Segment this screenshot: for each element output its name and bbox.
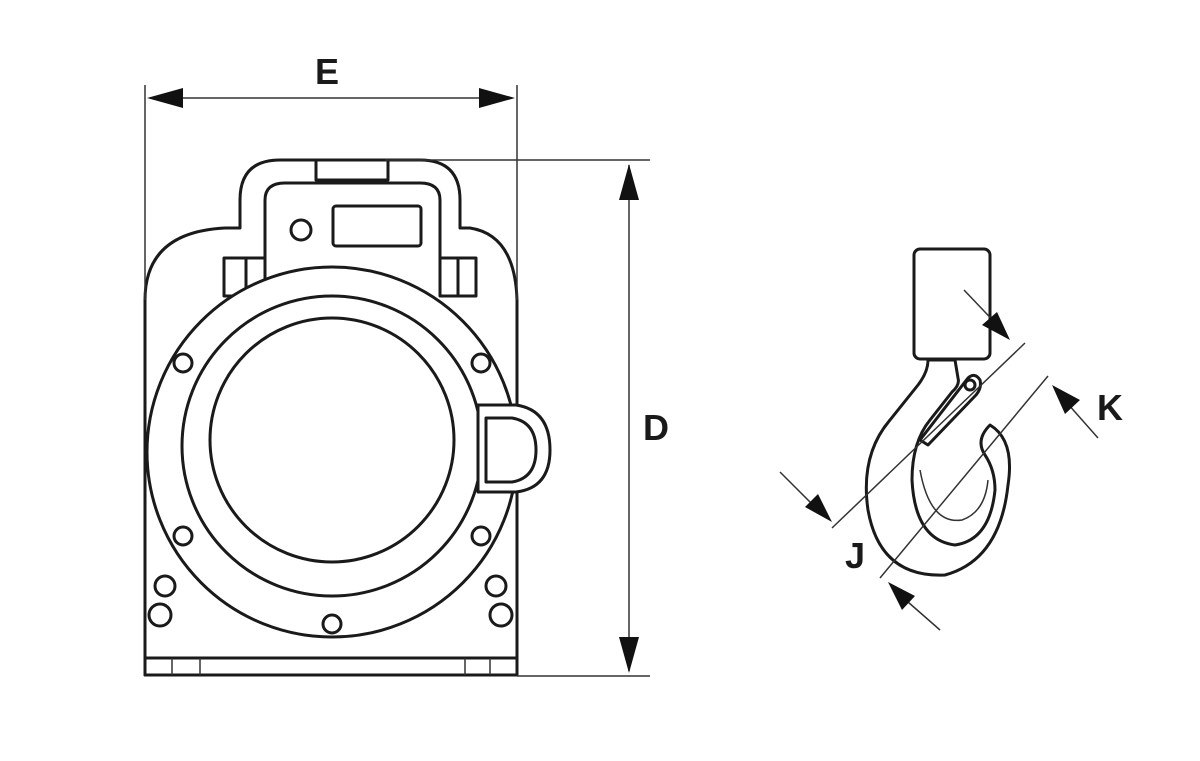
bolt [153, 574, 177, 598]
safety-latch [918, 373, 982, 447]
arrowhead [619, 164, 639, 200]
right-bracket-inner [438, 256, 460, 298]
dimension-label-e: E [315, 51, 339, 92]
bolt [470, 352, 492, 374]
hook-body [864, 358, 1012, 577]
dimension-j: J [779, 471, 941, 631]
dimension-k: K [831, 289, 1123, 579]
arrowhead [147, 88, 183, 108]
hook-swivel-block [912, 247, 992, 361]
dimension-e: E [144, 51, 518, 300]
extension-line [879, 375, 1049, 579]
arrowhead [619, 637, 639, 673]
latch-pin [963, 378, 977, 392]
hoist-body [143, 158, 552, 677]
drum-face [208, 316, 456, 564]
bolt [484, 574, 508, 598]
right-bracket [456, 256, 478, 298]
bolt [147, 602, 173, 628]
arrowhead [982, 312, 1010, 340]
arrowhead [479, 88, 515, 108]
dimension-label-d: D [643, 407, 669, 448]
arrowhead [1052, 385, 1080, 414]
extension-line [831, 342, 1026, 529]
arrowhead [805, 494, 832, 522]
bolt [172, 525, 194, 547]
dimension-d: D [385, 159, 669, 677]
bolt [470, 525, 492, 547]
hook [864, 247, 1012, 577]
hook-throat-curve [919, 469, 989, 522]
name-plate [331, 204, 423, 248]
dimension-label-j: J [845, 535, 865, 576]
plate-screw [289, 218, 313, 242]
bolt [488, 602, 514, 628]
handle-cap [314, 158, 390, 182]
bolt [321, 613, 343, 635]
base-plate [143, 656, 519, 677]
dimension-label-k: K [1097, 387, 1123, 428]
arrowhead [888, 582, 915, 610]
bolt [172, 352, 194, 374]
side-lug-hole [484, 416, 538, 484]
